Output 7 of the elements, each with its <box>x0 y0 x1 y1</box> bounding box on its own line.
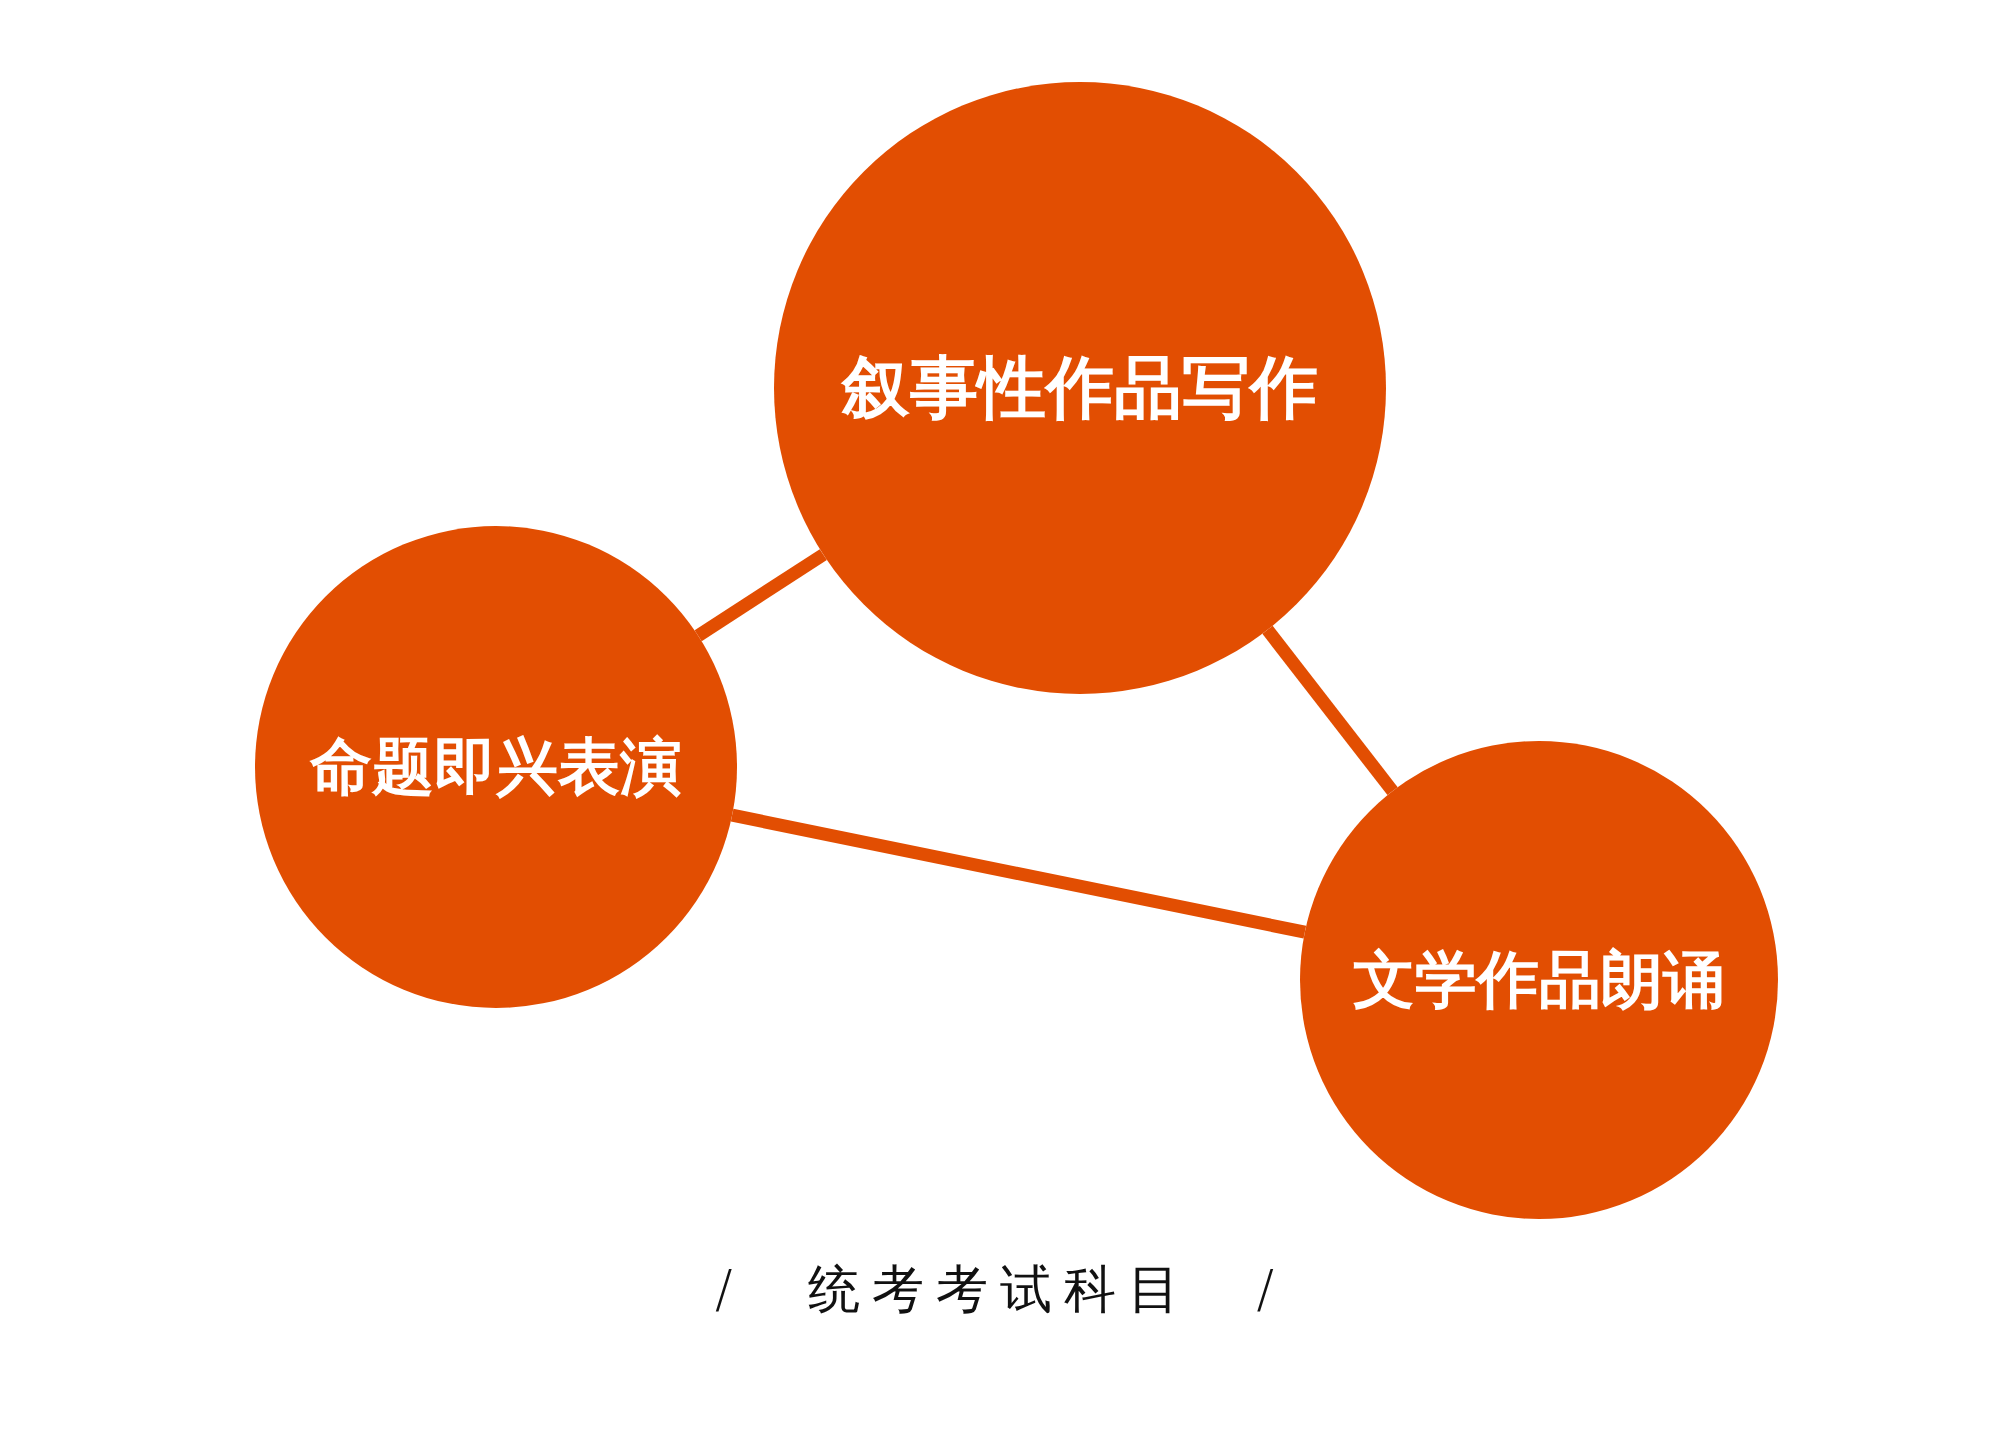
subject-label: 文学作品朗诵 <box>1353 942 1725 1018</box>
connector-line <box>1262 625 1398 796</box>
connector-line <box>694 549 827 642</box>
subject-label: 命题即兴表演 <box>310 729 682 805</box>
caption: / 统考考试科目 / <box>714 1259 1286 1319</box>
subject-label: 叙事性作品写作 <box>842 346 1318 429</box>
connector-line <box>730 808 1307 939</box>
